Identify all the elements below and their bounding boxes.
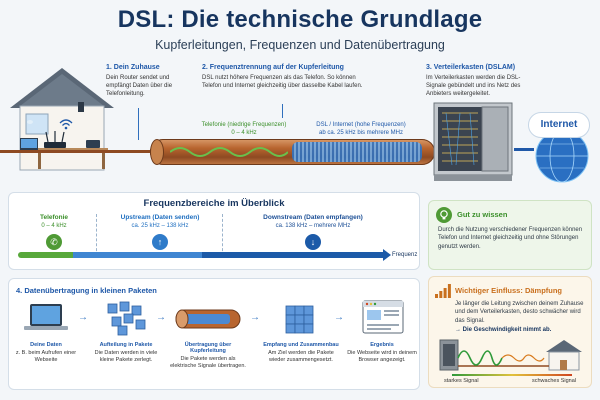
- frequency-overview-title: Frequenzbereiche im Überblick: [143, 198, 285, 209]
- info-box: [428, 200, 592, 270]
- step-3: 3. Verteilerkasten (DSLAM) Im Verteilerk…: [426, 64, 526, 98]
- upload-icon: ↑: [152, 234, 168, 250]
- packet-step-3-label: Übertragung über Kupferleitung: [184, 342, 232, 354]
- band-downstream-label: Downstream (Daten empfangen): [263, 214, 363, 221]
- frequency-axis-label: Frequenz: [392, 252, 418, 258]
- packet-arrow-4: →: [334, 312, 344, 323]
- copper-cable-end: [150, 139, 164, 165]
- step-2: 2. Frequenztrennung auf der Kupferleitun…: [202, 64, 364, 90]
- step-3-text: Im Verteilerkasten werden die DSL-Signal…: [426, 75, 521, 98]
- packet-step-1-text: z. B. beim Aufrufen einer Webseite: [15, 350, 77, 364]
- band-upstream-label: Upstream (Daten senden): [120, 214, 200, 221]
- step-2-text: DSL nutzt höhere Frequenzen als das Tele…: [202, 75, 363, 90]
- step-2-connector: [282, 104, 283, 118]
- step-3-title: 3. Verteilerkasten (DSLAM): [426, 64, 516, 71]
- info-box-text: Durch die Nutzung verschiedener Frequenz…: [438, 227, 583, 250]
- packet-step-5-text: Die Webseite wird in deinem Browser ange…: [347, 350, 417, 364]
- cubes-icon: [107, 301, 146, 336]
- packet-step-2-label: Aufteilung in Pakete: [99, 342, 153, 348]
- dsl-signal-segment: [292, 142, 422, 162]
- frequency-axis-arrow: [383, 249, 391, 261]
- packet-step-5-label: Ergebnis: [370, 342, 394, 348]
- cable-dsl-label: DSL / Internet (hohe Frequenzen): [316, 122, 406, 128]
- strong-signal-label: starkes Signal: [444, 378, 479, 384]
- attenuation-diagram: [439, 339, 582, 376]
- attenuation-title: Wichtiger Einfluss: Dämpfung: [455, 286, 563, 295]
- band-upstream-range: ca. 25 kHz – 138 kHz: [131, 223, 189, 229]
- packet-step-4-text: Am Ziel werden die Pakete wieder zusamme…: [268, 350, 334, 364]
- step-1-text: Dein Router sendet und empfängt Daten üb…: [106, 75, 173, 98]
- copper-cable-icon: [175, 309, 241, 329]
- cable-telefonie-range: 0 – 4 kHz: [231, 130, 257, 136]
- step-1-connector: [138, 108, 139, 140]
- packet-arrow-3: →: [250, 312, 260, 323]
- house-line: [0, 150, 160, 153]
- band-upstream: Upstream (Daten senden) ca. 25 kHz – 138…: [108, 214, 212, 229]
- band-downstream-range: ca. 138 kHz – mehrere MHz: [275, 223, 351, 229]
- packets-panel: [8, 278, 420, 390]
- browser-window-icon: [362, 300, 404, 334]
- attenuation-emphasis: → Die Geschwindigkeit nimmt ab.: [455, 327, 552, 333]
- cable-telefonie-label: Telefonie (niedrige Frequenzen): [201, 122, 287, 128]
- packet-arrow-2: →: [156, 312, 166, 323]
- packet-step-1-label: Deine Daten: [30, 342, 62, 348]
- packet-step-2: Aufteilung in Pakete Die Daten werden in…: [90, 342, 162, 364]
- page-subtitle: Kupferleitungen, Frequenzen und Datenübe…: [155, 38, 445, 52]
- packet-step-4: Empfang und Zusammenbau Am Ziel werden d…: [262, 342, 340, 364]
- band-telefonie-range: 0 – 4 kHz: [41, 223, 67, 229]
- cube-stack-icon: [285, 305, 314, 334]
- packet-step-3-text: Die Pakete werden als elektrische Signal…: [170, 356, 246, 370]
- band-telefonie-label: Telefonie: [39, 214, 69, 221]
- house-illustration: [10, 68, 114, 171]
- band-divider-1: [96, 214, 97, 256]
- packets-title: 4. Datenübertragung in kleinen Paketen: [16, 286, 157, 295]
- packet-step-2-text: Die Daten werden in viele kleine Pakete …: [94, 350, 158, 364]
- wifi-icon: [59, 119, 73, 130]
- weak-signal-label: schwaches Signal: [532, 378, 577, 384]
- band-downstream: Downstream (Daten empfangen) ca. 138 kHz…: [246, 214, 380, 229]
- download-icon: ↓: [305, 234, 321, 250]
- packet-step-3: Übertragung über Kupferleitung Die Paket…: [170, 342, 246, 370]
- cable-dsl-range: ab ca. 25 kHz bis mehrere MHz: [318, 130, 404, 136]
- step-1: 1. Dein Zuhause Dein Router sendet und e…: [106, 64, 176, 98]
- laptop-icon: [24, 304, 68, 330]
- internet-link: [514, 148, 534, 151]
- attenuation-text: Je länger die Leitung zwischen deinem Zu…: [455, 301, 584, 324]
- phone-icon: ✆: [46, 234, 62, 250]
- lightbulb-icon: [436, 207, 452, 223]
- packet-step-4-label: Empfang und Zusammenbau: [263, 342, 339, 348]
- step-1-title: 1. Dein Zuhause: [106, 64, 160, 71]
- packet-step-5: Ergebnis Die Webseite wird in deinem Bro…: [344, 342, 420, 364]
- band-telefonie: Telefonie 0 – 4 kHz: [22, 214, 86, 229]
- internet-cloud: Internet: [528, 112, 590, 138]
- step-2-title: 2. Frequenztrennung auf der Kupferleitun…: [202, 64, 344, 71]
- frequency-axis: [18, 252, 386, 258]
- signal-bars-icon: [435, 284, 451, 298]
- telefonie-wave: [170, 147, 288, 157]
- packet-step-1: Deine Daten z. B. beim Aufrufen einer We…: [14, 342, 78, 364]
- info-box-title: Gut zu wissen: [457, 210, 508, 219]
- page-title: DSL: Die technische Grundlage: [117, 6, 483, 33]
- dslam-cabinet-illustration: [433, 102, 513, 181]
- band-divider-2: [222, 214, 223, 256]
- packet-arrow-1: →: [78, 312, 88, 323]
